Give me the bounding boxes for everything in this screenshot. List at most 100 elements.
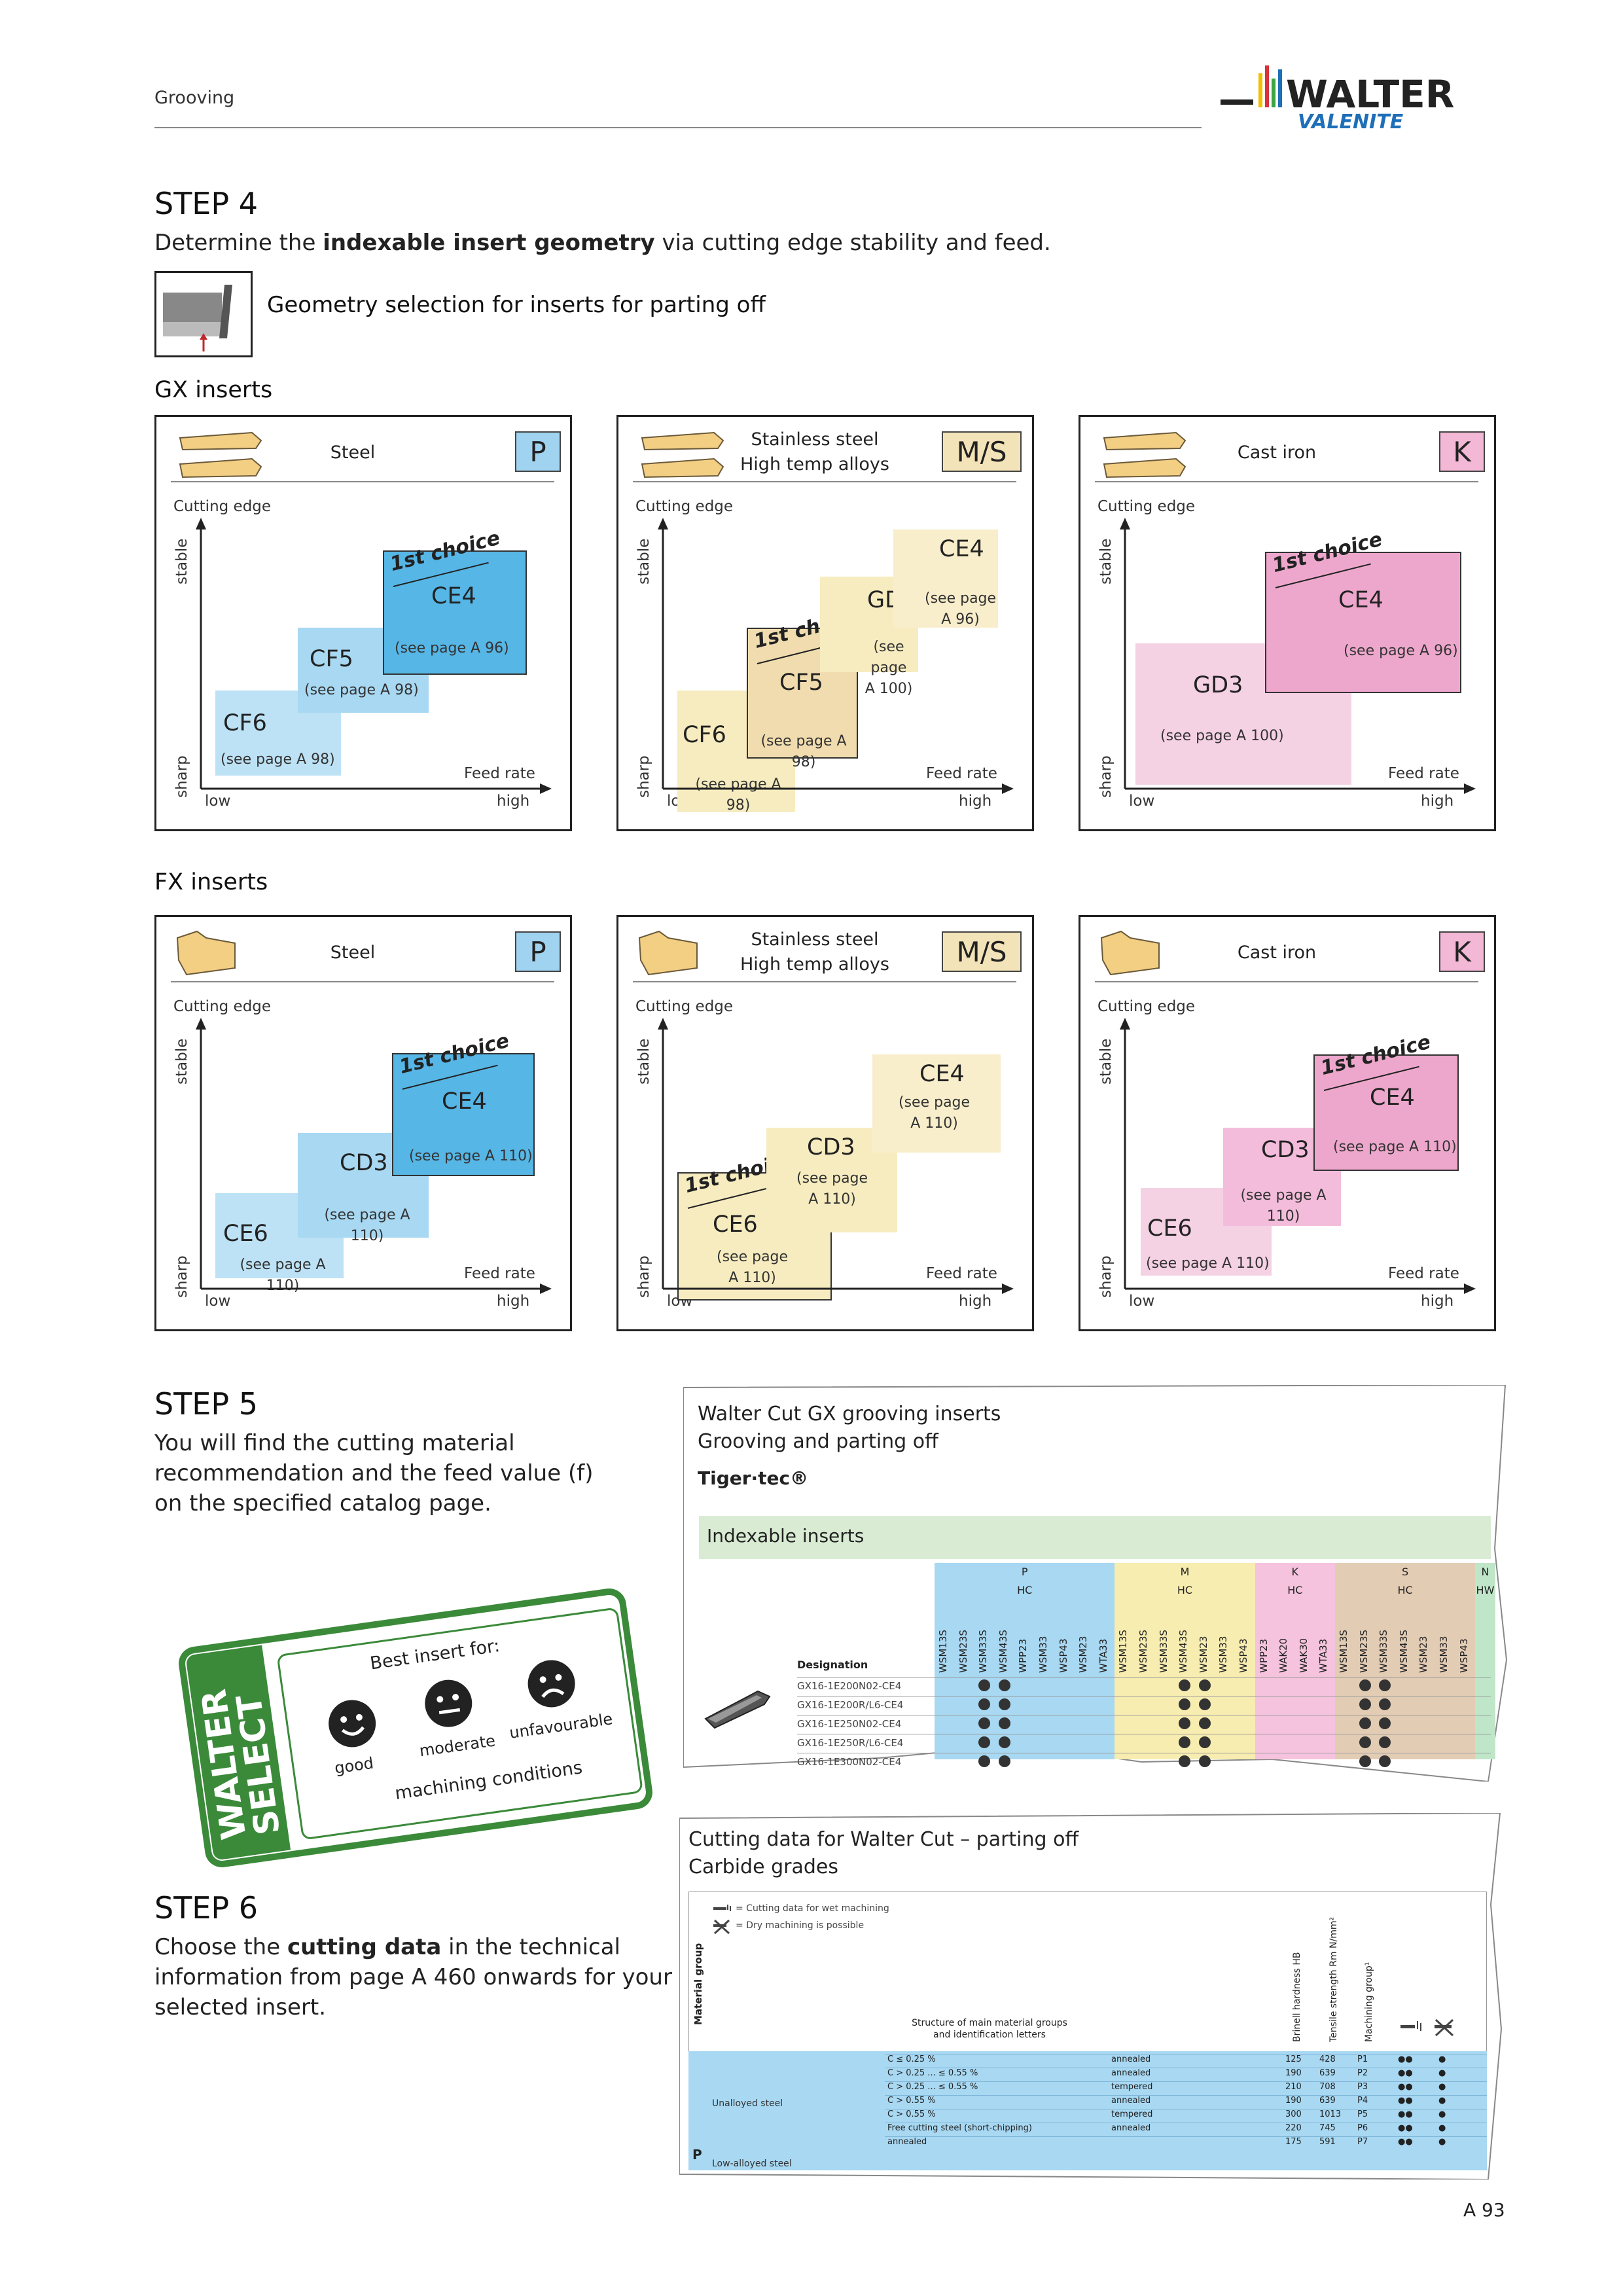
geometry-code: CF5 — [779, 670, 823, 696]
page-reference: (see page A 98) — [760, 733, 847, 770]
y-axis-title: Cutting edge — [635, 998, 734, 1015]
column-header: Tensile strength Rm N/mm² — [1329, 1916, 1339, 2042]
panel-title: Cast iron — [1237, 442, 1317, 463]
first-choice-label: 1st choice — [1270, 528, 1385, 577]
cutting-data-title: Cutting data for Walter Cut – parting of… — [688, 1828, 1079, 1878]
grade-column-header: WSM13S — [937, 1630, 949, 1673]
y-axis-top-label: stable — [1097, 1038, 1115, 1085]
gx-section-title: GX inserts — [154, 377, 273, 403]
x-axis-title: Feed rate — [926, 765, 997, 782]
dry-legend: = Dry machining is possible — [736, 1920, 865, 1931]
page-reference: (see page A 110) — [1146, 1255, 1270, 1272]
fx-insert-icon — [175, 929, 238, 981]
panel-divider — [1095, 981, 1478, 982]
x-axis-high-label: high — [497, 793, 530, 810]
fx-section-title: FX inserts — [154, 869, 268, 895]
x-axis-high-label: high — [1421, 793, 1454, 810]
geometry-code: CE4 — [939, 536, 984, 562]
y-axis-title: Cutting edge — [173, 998, 272, 1015]
grade-column-header: WSM33 — [1037, 1636, 1049, 1673]
group-label-2: Low-alloyed steel — [712, 2159, 792, 2169]
grade-column-header: WSM23S — [1137, 1630, 1149, 1673]
dry-column-icon — [1432, 2017, 1458, 2037]
column-header: Brinell hardness HB — [1292, 1952, 1302, 2042]
grade-column-header: WSP43 — [1057, 1638, 1069, 1674]
group-letter: P — [692, 2147, 702, 2162]
grade-column-header: WSM13S — [1338, 1630, 1349, 1673]
geometry-zone-ce4: CE4(see page A 110)1st choice — [1313, 1031, 1459, 1171]
page-reference: (see page A 98) — [221, 751, 335, 768]
recommendation-face-icon — [1379, 1679, 1391, 1691]
page-number: A 93 — [1463, 2199, 1505, 2221]
moderate-face-icon — [419, 1674, 478, 1735]
recommendation-face-icon — [1359, 1736, 1371, 1748]
y-axis-bottom-label: sharp — [635, 755, 652, 798]
x-axis-low-label: low — [1129, 793, 1155, 810]
y-axis-top-label: stable — [1097, 538, 1115, 584]
grade-column-header: WAK30 — [1297, 1638, 1310, 1673]
fx-insert-icon — [637, 929, 700, 981]
geometry-code: CD3 — [1261, 1137, 1310, 1163]
y-axis-title: Cutting edge — [1097, 998, 1196, 1015]
recommendation-face-icon — [978, 1717, 991, 1729]
page-reference: (see page A 98) — [304, 682, 419, 698]
walter-valenite-logo: WALTER VALENITE — [1221, 60, 1502, 139]
y-axis-bottom-label: sharp — [173, 1255, 190, 1298]
y-axis-top-label: stable — [635, 1038, 652, 1085]
step6-title: STEP 6 — [154, 1890, 258, 1926]
recommendation-face-icon — [998, 1736, 1010, 1748]
cutting-data-excerpt: Cutting data for Walter Cut – parting of… — [679, 1813, 1504, 2179]
first-choice-label: 1st choice — [1318, 1030, 1433, 1080]
grade-column-header: WSM23 — [1077, 1636, 1090, 1673]
grade-column-header: WSM43S — [997, 1630, 1009, 1673]
recommendation-face-icon — [978, 1736, 991, 1748]
designation-row: GX16-1E200R/L6-CE4 — [797, 1696, 1491, 1715]
first-choice-label: 1st choice — [397, 1029, 512, 1079]
panel-divider — [171, 981, 554, 982]
wet-column-icon — [1398, 2017, 1424, 2037]
y-axis-top-label: stable — [635, 538, 652, 584]
grade-column-header: WSM23 — [1418, 1636, 1430, 1673]
recommendation-face-icon — [1379, 1717, 1391, 1729]
x-axis-high-label: high — [959, 1293, 992, 1310]
indexable-inserts-band: Indexable inserts — [699, 1516, 1491, 1559]
dry-machining-icon — [712, 1919, 732, 1935]
grade-column-header: WSM33S — [977, 1630, 990, 1673]
x-axis-title: Feed rate — [926, 1265, 997, 1282]
gx-insert-icon — [637, 429, 728, 484]
walter-select-badge: WALTER SELECT Best insert for: good mode… — [176, 1586, 655, 1870]
y-axis-bottom-label: sharp — [635, 1255, 652, 1298]
recommendation-face-icon — [998, 1698, 1010, 1710]
grade-column-header: WSM23S — [1357, 1630, 1370, 1673]
grade-column-header: WSP43 — [1457, 1638, 1470, 1674]
recommendation-face-icon — [998, 1679, 1010, 1691]
step5-title: STEP 5 — [154, 1386, 258, 1422]
recommendation-face-icon — [1359, 1755, 1371, 1767]
geometry-code: CE6 — [1147, 1215, 1192, 1242]
logo-wordmark: WALTER — [1286, 72, 1454, 117]
recommendation-face-icon — [998, 1717, 1010, 1729]
y-axis-top-label: stable — [173, 538, 190, 584]
step4-title: STEP 4 — [154, 186, 258, 221]
group-label: Unalloyed steel — [712, 2098, 783, 2109]
material-badge: P — [515, 431, 561, 472]
cutting-data-table: = Cutting data for wet machining= Dry ma… — [688, 1892, 1487, 2170]
panel-divider — [1095, 481, 1478, 482]
page-reference: (see page A 110) — [1240, 1187, 1327, 1225]
geometry-zone-ce4: CE4(see page A 96)1st choice — [383, 527, 527, 675]
gx-insert-icon — [1099, 429, 1190, 484]
material-badge: K — [1439, 931, 1485, 972]
geometry-zone-gd3: GD3(see page A 100) — [1135, 643, 1351, 785]
x-axis-low-label: low — [205, 793, 231, 810]
geometry-zone-cd3: CD3 (see page A 110) — [1223, 1128, 1341, 1226]
